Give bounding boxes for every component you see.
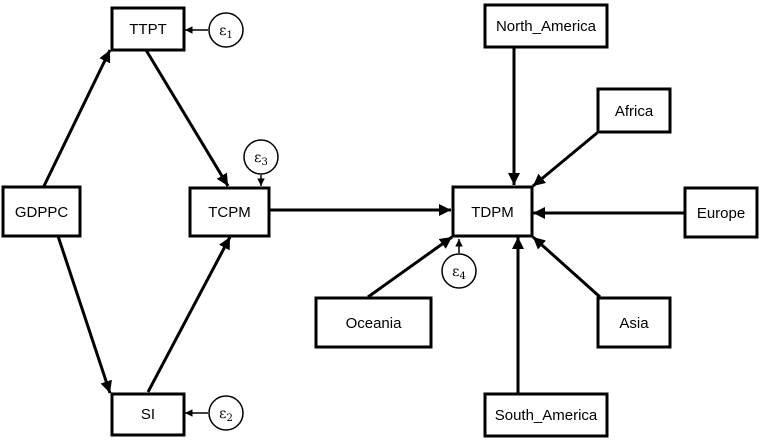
svg-text:ε3: ε3: [254, 150, 268, 168]
svg-text:ε1: ε1: [219, 23, 233, 41]
error-e1-index: 1: [226, 30, 232, 41]
node-oceania-label: Oceania: [346, 315, 403, 332]
error-e3-index: 3: [261, 157, 267, 168]
node-si: SI: [110, 392, 186, 437]
node-gdppc-label: GDPPC: [15, 204, 69, 221]
error-e2: ε2: [208, 395, 244, 431]
node-tdpm: TDPM: [451, 185, 534, 238]
error-e4: ε4: [441, 253, 477, 289]
error-e1: ε1: [208, 12, 244, 48]
path-africa-tdpm: [532, 131, 598, 188]
svg-text:ε2: ε2: [219, 406, 233, 424]
node-tdpm-label: TDPM: [471, 204, 514, 221]
path-oceania-tdpm: [367, 235, 453, 299]
node-ttpt: TTPT: [110, 6, 186, 52]
node-north-america: North_America: [483, 3, 609, 49]
path-gdppc-ttpt: [42, 49, 112, 187]
node-asia: Asia: [596, 296, 672, 349]
node-si-label: SI: [141, 406, 155, 423]
path-si-tcpm: [146, 236, 232, 393]
node-tcpm: TCPM: [188, 186, 271, 238]
node-ttpt-label: TTPT: [129, 21, 167, 38]
node-south-america-label: South_America: [495, 407, 598, 424]
node-tcpm-label: TCPM: [208, 204, 251, 221]
node-oceania: Oceania: [314, 296, 433, 349]
node-europe-label: Europe: [697, 205, 745, 222]
error-paths: [185, 26, 463, 417]
error-e3-symbol: ε: [254, 150, 261, 166]
error-e4-symbol: ε: [452, 264, 459, 280]
paths: [42, 48, 684, 394]
path-ttpt-tcpm: [144, 49, 230, 187]
node-europe: Europe: [683, 186, 759, 239]
svg-text:ε4: ε4: [452, 264, 466, 282]
error-e1-symbol: ε: [219, 23, 226, 39]
node-gdppc: GDPPC: [1, 185, 82, 238]
error-e2-symbol: ε: [219, 406, 226, 422]
node-south-america: South_America: [483, 392, 609, 438]
node-africa-label: Africa: [615, 103, 654, 120]
node-north-america-label: North_America: [496, 18, 597, 35]
error-e4-index: 4: [459, 271, 465, 282]
error-e2-index: 2: [226, 413, 232, 424]
error-e3: ε3: [243, 139, 279, 175]
node-asia-label: Asia: [619, 315, 649, 332]
node-africa: Africa: [596, 87, 672, 134]
path-gdppc-si: [56, 235, 112, 394]
path-asia-tdpm: [531, 235, 602, 299]
